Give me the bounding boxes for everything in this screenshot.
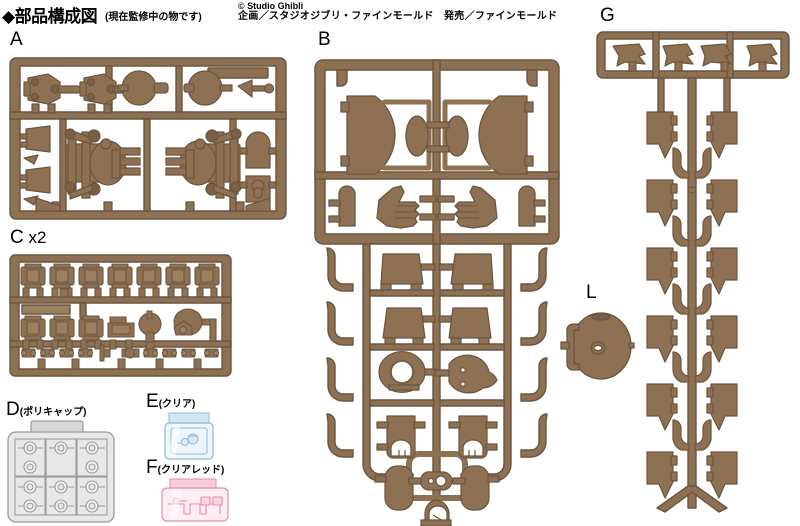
part-l <box>549 308 639 388</box>
sprue-a <box>8 56 288 221</box>
sprue-d-polycap <box>5 420 117 524</box>
sprue-c <box>8 253 233 378</box>
copyright-text: © Studio Ghibli <box>238 1 304 11</box>
sprue-b <box>313 58 561 526</box>
sprue-f-clearred <box>160 478 230 524</box>
sprue-label-b: B <box>318 29 331 50</box>
sprue-label-d: D(ポリキャップ) <box>6 399 87 420</box>
sprue-g <box>595 30 800 526</box>
sprue-label-g: G <box>600 5 615 26</box>
sprue-label-e: E(クリア) <box>146 391 196 412</box>
sprue-label-f: F(クリアレッド) <box>146 457 225 478</box>
credit-block: © Studio Ghibli 企画／スタジオジブリ・ファインモールド 発売／フ… <box>238 1 557 23</box>
sprue-label-a: A <box>10 29 23 50</box>
sprue-e-clear <box>163 412 215 462</box>
page-title: ◆部品構成図 <box>2 7 98 26</box>
sprue-label-l: L <box>586 282 597 303</box>
sprue-label-c: C x2 <box>10 227 47 248</box>
page-subtitle: (現在監修中の物です) <box>105 12 202 23</box>
credit-text: 企画／スタジオジブリ・ファインモールド 発売／ファインモールド <box>238 11 558 23</box>
